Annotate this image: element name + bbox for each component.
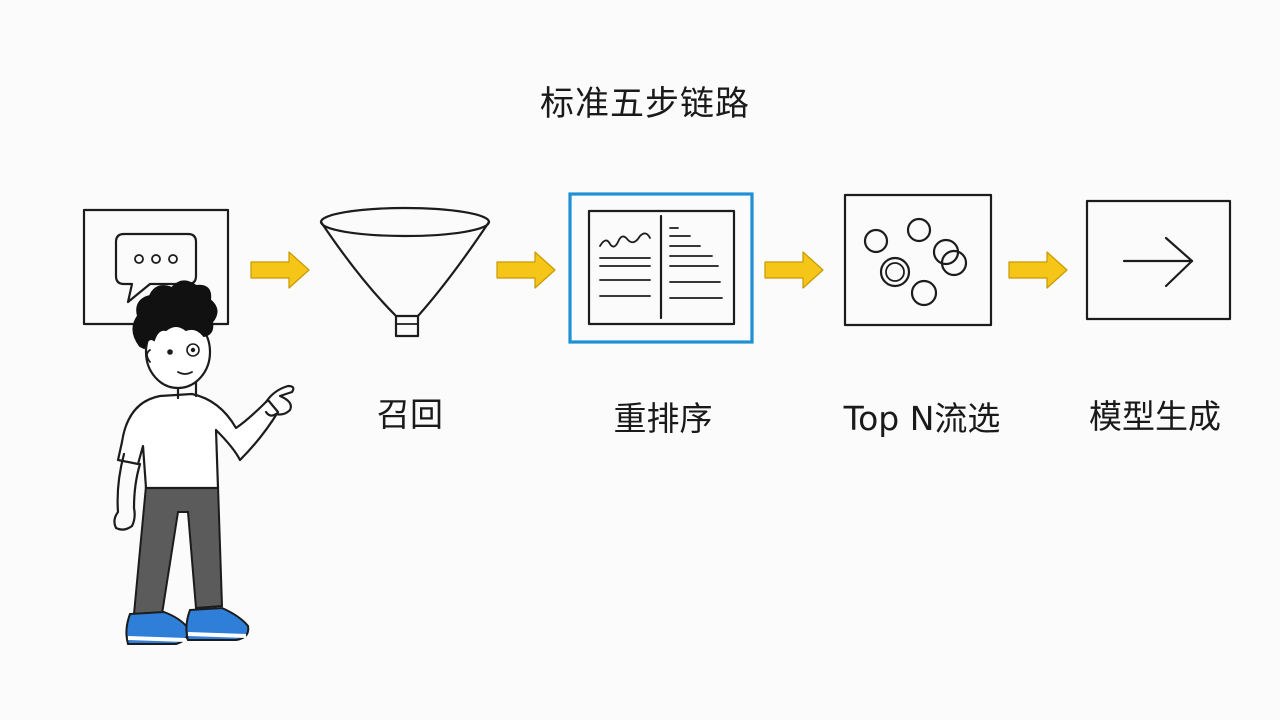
step-label-recall: 召回	[377, 395, 443, 434]
step-topn-box	[843, 193, 993, 327]
flow-arrow-3	[764, 251, 824, 289]
flow-arrow-4	[1008, 251, 1068, 289]
diagram-title: 标准五步链路	[540, 84, 750, 124]
flow-arrow-2	[496, 251, 556, 289]
document-rerank-icon	[599, 214, 723, 320]
funnel-icon	[319, 206, 491, 338]
step-label-generate: 模型生成	[1089, 397, 1221, 436]
step-rerank-box	[568, 192, 754, 344]
circles-selection-icon	[863, 217, 968, 307]
flow-arrow-1	[250, 251, 310, 289]
step-label-topn: Top N流选	[843, 399, 1001, 438]
arrow-right-icon	[1122, 236, 1194, 288]
pointing-person-illustration	[113, 280, 295, 645]
step-generate-box	[1085, 199, 1232, 321]
step-label-rerank: 重排序	[613, 399, 713, 438]
chat-bubble-icon	[114, 232, 198, 304]
